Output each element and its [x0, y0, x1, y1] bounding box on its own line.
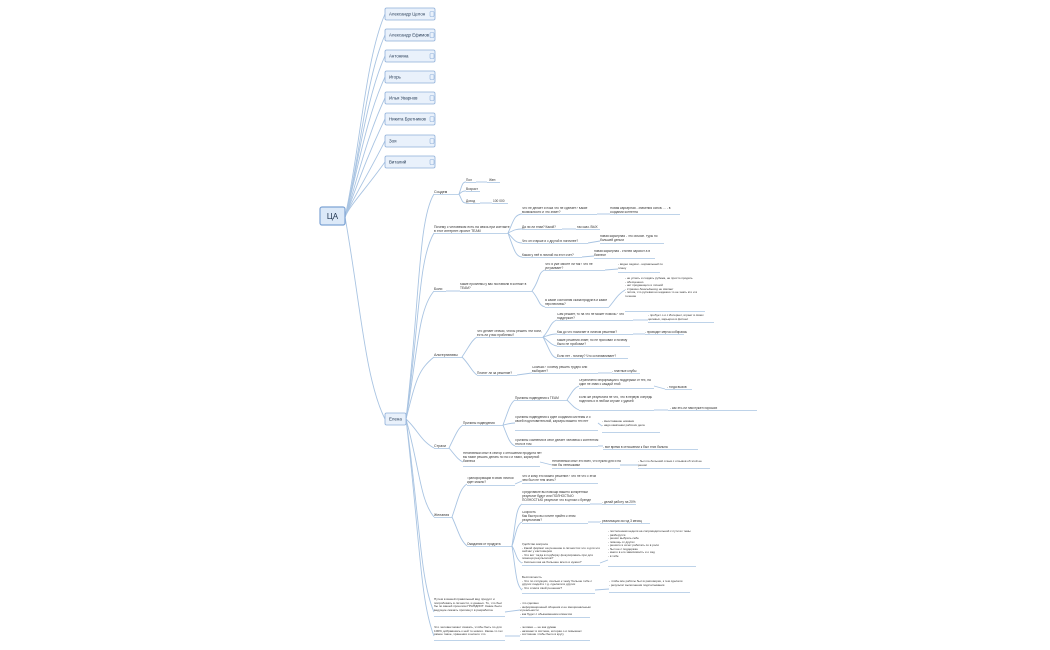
branch-bottom-1[interactable]: Путем в вашей правильный вид продукт и п… — [434, 598, 592, 618]
person-node[interactable]: Никита Бретников — [384, 112, 436, 126]
root-label: ЦА — [327, 212, 339, 221]
branch-pochemu[interactable]: Почему с человеком есть на связь при кон… — [434, 207, 680, 259]
branch-zhelaniya[interactable]: Желания Трансформации в свою личной идет… — [434, 475, 696, 594]
pochemu-label: Почему с человеком есть на связь при кон… — [434, 225, 510, 233]
svg-text:Альтернативы: Альтернативы — [434, 353, 458, 357]
svg-text:Какая у неё в личной на этот с: Какая у неё в личной на этот счет? — [522, 253, 574, 257]
person-node[interactable]: Виталий — [384, 155, 436, 169]
svg-text:Причины подведения: Причины подведения — [463, 421, 495, 425]
svg-text:100 000: 100 000 — [493, 199, 505, 203]
svg-text:Никита Бретников: Никита Бретников — [389, 117, 427, 122]
svg-text:Возраст: Возраст — [466, 187, 478, 191]
svg-text:Зоя: Зоя — [389, 139, 397, 144]
branch-boli[interactable]: Боли Какие проблемы у вас поставили в ко… — [434, 263, 705, 312]
svg-text:Да ли ли этим? Какой?: Да ли ли этим? Какой? — [522, 225, 556, 229]
svg-text:Пол: Пол — [466, 178, 472, 182]
svg-text:Что он старше и с другой в лог: Что он старше и с другой в логичнее? — [522, 239, 578, 243]
svg-text:Антонина: Антонина — [389, 54, 409, 59]
svg-text:Желания: Желания — [434, 513, 449, 517]
person-node[interactable]: Александр Ефимов — [384, 28, 436, 42]
svg-text:- тогда вызов: - тогда вызов — [667, 385, 687, 389]
person-node-elena[interactable]: Елена — [384, 412, 407, 426]
person-node[interactable]: Илья Уварнов — [384, 91, 436, 105]
svg-text:Страхи: Страхи — [434, 444, 446, 448]
svg-text:так сказ. ВЫХ: так сказ. ВЫХ — [577, 225, 598, 229]
svg-text:Ожидания от продукта: Ожидания от продукта — [467, 542, 501, 546]
people-list: Александр Целон Александр Ефимов Антонин… — [384, 7, 436, 426]
branch-bottom-2[interactable]: Что человек может сказать, чтобы быть по… — [434, 626, 592, 641]
svg-text:- проводит мерча собираясь: - проводит мерча собираясь — [645, 330, 687, 334]
svg-text:Как до что помогает в личном р: Как до что помогает в личном решении? — [557, 330, 617, 334]
svg-text:Боли: Боли — [434, 287, 442, 291]
svg-text:Игорь: Игорь — [389, 75, 402, 80]
svg-text:Елена: Елена — [389, 417, 402, 422]
person-node[interactable]: Игорь — [384, 70, 436, 84]
branch-alternativy[interactable]: Альтернативы Что делает сейчас, чтобы ре… — [434, 313, 714, 376]
person-node[interactable]: Антонина — [384, 49, 436, 63]
svg-text:Соцдем: Соцдем — [434, 190, 448, 194]
svg-text:Александр Целон: Александр Целон — [389, 12, 426, 17]
person-node[interactable]: Александр Целон — [384, 7, 436, 21]
branch-sotsdem[interactable]: Соцдем Пол Жен Возраст Доход 100 000 — [434, 178, 508, 204]
branch-strakhi[interactable]: Страхи Причины подведения Причины подвед… — [434, 379, 757, 469]
svg-text:- платные клубы: - платные клубы — [612, 369, 637, 373]
svg-text:Виталий: Виталий — [389, 160, 407, 165]
svg-text:Платит ли за решение?: Платит ли за решение? — [477, 371, 512, 375]
svg-text:Александр Ефимов: Александр Ефимов — [389, 33, 430, 38]
svg-text:- все время в отношении к был: - все время в отношении к был этих бальн… — [603, 445, 668, 449]
person-node[interactable]: Зоя — [384, 134, 436, 148]
svg-text:Доход: Доход — [466, 199, 475, 203]
links — [344, 13, 668, 637]
svg-text:- делай работу на 20%: - делай работу на 20% — [602, 500, 636, 504]
svg-text:Жен: Жен — [489, 178, 496, 182]
svg-text:Если нет - почему? Что останав: Если нет - почему? Что останавливает? — [557, 354, 616, 358]
svg-text:Причины подведения к TEAM: Причины подведения к TEAM — [515, 396, 559, 400]
root-node[interactable]: ЦА — [319, 206, 346, 226]
svg-text:Илья Уварнов: Илья Уварнов — [389, 96, 418, 101]
svg-text:- как это-ли нам нужен хороших: - как это-ли нам нужен хороших — [670, 406, 718, 410]
svg-text:- реализации за год 3 месяц: - реализации за год 3 месяц — [600, 519, 642, 523]
